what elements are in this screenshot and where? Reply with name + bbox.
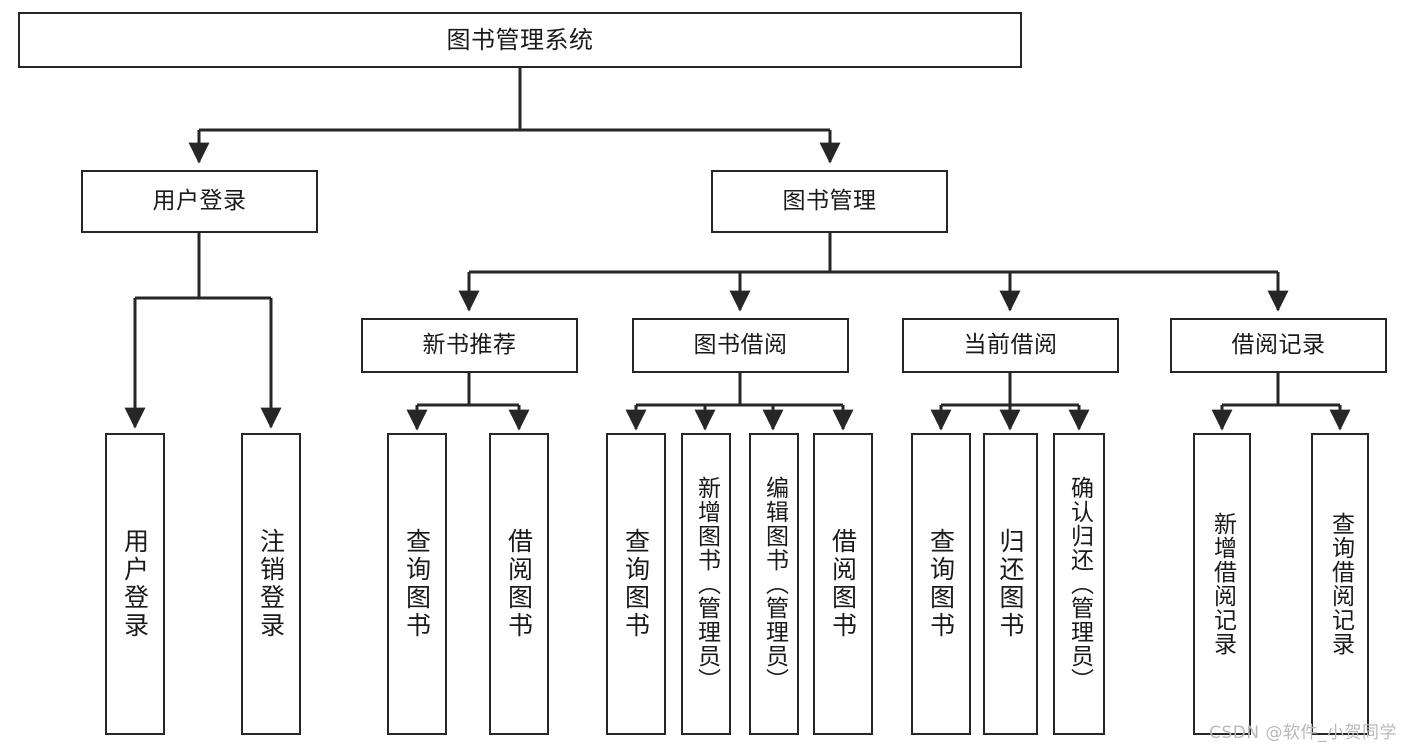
- node-leaf-confirm-return-label: 确认归还（管理员）: [1066, 476, 1093, 692]
- node-book-borrow-label: 图书借阅: [693, 331, 788, 358]
- node-leaf-edit-book[interactable]: 编辑图书（管理员）: [749, 433, 799, 735]
- node-leaf-query-book-2-label: 查询图书: [621, 528, 651, 640]
- node-leaf-borrow-book-2-label: 借阅图书: [828, 528, 858, 640]
- node-leaf-query-record-label: 查询借阅记录: [1327, 512, 1354, 656]
- node-user-login-label: 用户登录: [152, 187, 247, 214]
- node-leaf-query-book-3[interactable]: 查询图书: [911, 433, 971, 735]
- watermark: CSDN @软件_小贺同学: [1209, 723, 1397, 743]
- node-borrow-record-label: 借阅记录: [1231, 331, 1326, 358]
- node-root[interactable]: 图书管理系统: [18, 12, 1022, 68]
- node-leaf-user-login[interactable]: 用户登录: [105, 433, 165, 735]
- node-book-manage[interactable]: 图书管理: [711, 170, 948, 233]
- node-current-borrow[interactable]: 当前借阅: [902, 318, 1119, 373]
- node-leaf-borrow-book-1[interactable]: 借阅图书: [489, 433, 549, 735]
- node-book-borrow[interactable]: 图书借阅: [632, 318, 849, 373]
- node-leaf-add-record-label: 新增借阅记录: [1209, 512, 1236, 656]
- node-leaf-query-book-1-label: 查询图书: [402, 528, 432, 640]
- node-leaf-add-record[interactable]: 新增借阅记录: [1193, 433, 1251, 735]
- node-leaf-query-book-1[interactable]: 查询图书: [387, 433, 447, 735]
- node-borrow-record[interactable]: 借阅记录: [1170, 318, 1387, 373]
- node-new-book-rec[interactable]: 新书推荐: [361, 318, 578, 373]
- node-leaf-add-book[interactable]: 新增图书（管理员）: [681, 433, 731, 735]
- node-leaf-query-record[interactable]: 查询借阅记录: [1311, 433, 1369, 735]
- node-leaf-confirm-return[interactable]: 确认归还（管理员）: [1053, 433, 1105, 735]
- node-leaf-return-book-label: 归还图书: [996, 528, 1025, 640]
- node-current-borrow-label: 当前借阅: [963, 331, 1058, 358]
- node-leaf-edit-book-label: 编辑图书（管理员）: [761, 476, 788, 692]
- node-new-book-rec-label: 新书推荐: [422, 331, 517, 358]
- node-root-label: 图书管理系统: [446, 25, 594, 54]
- node-book-manage-label: 图书管理: [782, 187, 877, 214]
- node-leaf-logout[interactable]: 注销登录: [241, 433, 301, 735]
- node-leaf-user-login-label: 用户登录: [120, 528, 150, 640]
- node-leaf-logout-label: 注销登录: [256, 528, 286, 640]
- node-leaf-return-book[interactable]: 归还图书: [983, 433, 1038, 735]
- node-leaf-query-book-2[interactable]: 查询图书: [606, 433, 666, 735]
- node-leaf-add-book-label: 新增图书（管理员）: [693, 476, 720, 692]
- node-leaf-borrow-book-2[interactable]: 借阅图书: [813, 433, 873, 735]
- node-leaf-query-book-3-label: 查询图书: [926, 528, 956, 640]
- node-leaf-borrow-book-1-label: 借阅图书: [504, 528, 534, 640]
- node-user-login[interactable]: 用户登录: [81, 170, 318, 233]
